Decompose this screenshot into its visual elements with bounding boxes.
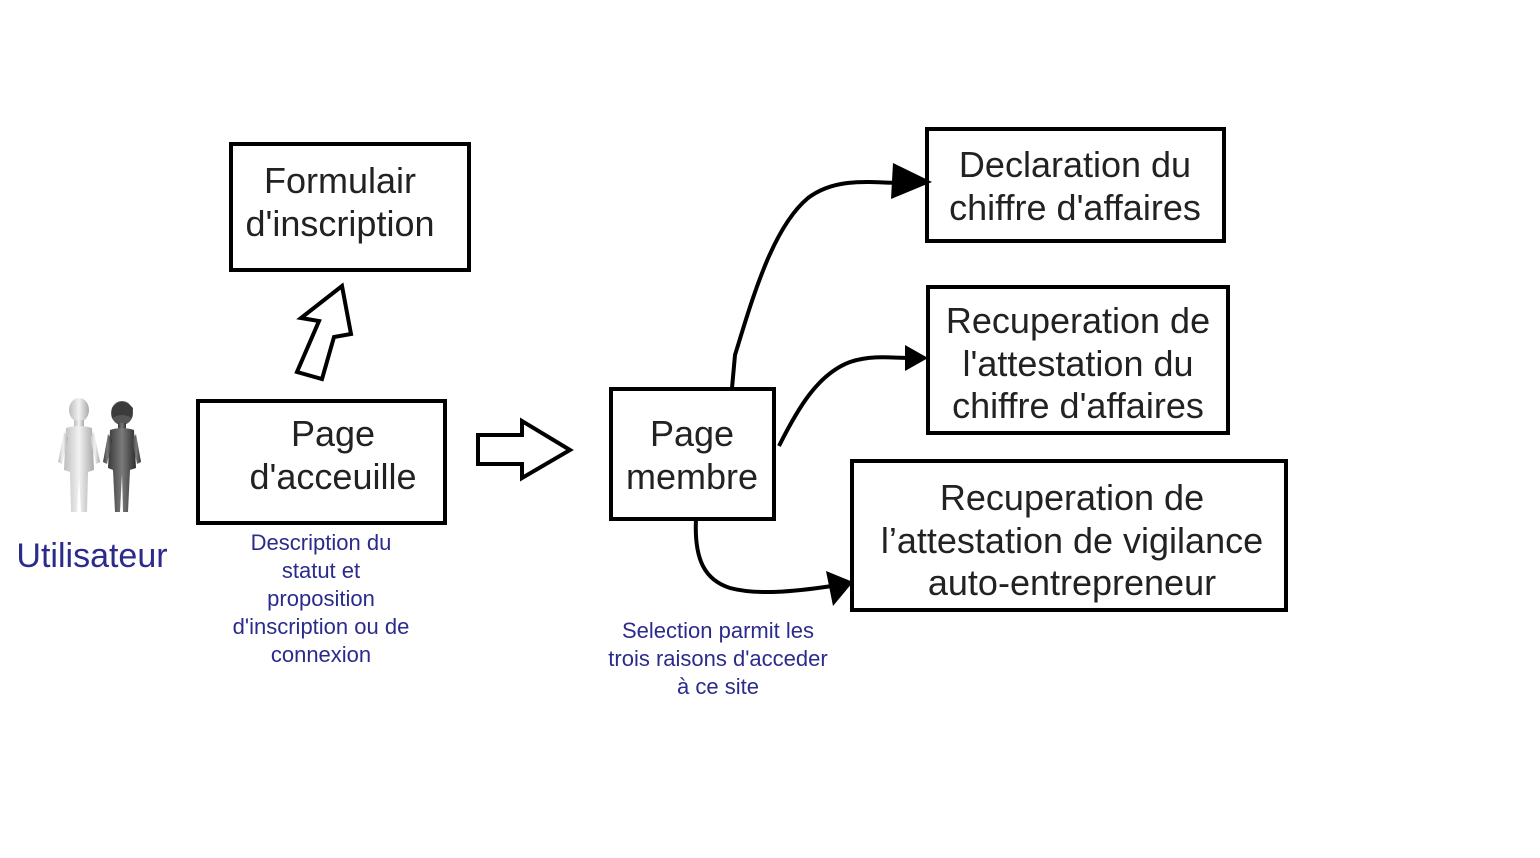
up-block-arrow	[294, 282, 354, 382]
node-declaration-line-2: chiffre d'affaires	[949, 187, 1201, 228]
caption-membre-line-1: Selection parmit les	[622, 618, 814, 643]
caption-accueil-line-5: connexion	[271, 642, 371, 667]
node-attestation-ca: Recuperation de l'attestation du chiffre…	[926, 285, 1230, 435]
node-declaration-line-1: Declaration du	[959, 144, 1191, 185]
caption-membre-line-2: trois raisons d'acceder	[608, 646, 827, 671]
node-membre-line-2: membre	[626, 456, 758, 497]
node-accueil: Page d'acceuille	[196, 399, 447, 525]
arrow-head-declaration	[891, 163, 932, 199]
node-attestation-vigilance-line-1: Recuperation de	[940, 477, 1204, 518]
connector-to-declaration	[730, 179, 896, 389]
node-attestation-ca-line-1: Recuperation de	[946, 300, 1210, 341]
arrow-head-attestation-vigilance	[826, 571, 853, 606]
node-declaration: Declaration du chiffre d'affaires	[925, 127, 1226, 243]
arrow-head-attestation-ca	[905, 345, 928, 371]
caption-membre: Selection parmit les trois raisons d'acc…	[608, 618, 827, 699]
caption-accueil-line-3: proposition	[267, 586, 375, 611]
node-attestation-vigilance-line-3: auto-entrepreneur	[928, 562, 1216, 603]
node-accueil-line-2: d'acceuille	[250, 456, 417, 497]
connector-to-attestation-vigilance	[693, 518, 833, 595]
users-icon	[58, 398, 141, 512]
node-attestation-vigilance: Recuperation de l’attestation de vigilan…	[850, 459, 1288, 612]
node-attestation-ca-line-2: l'attestation du	[962, 343, 1193, 384]
caption-membre-line-3: à ce site	[677, 674, 759, 699]
caption-accueil-line-4: d'inscription ou de	[233, 614, 410, 639]
node-membre: Page membre	[609, 387, 776, 521]
node-membre-line-1: Page	[650, 413, 734, 454]
node-attestation-ca-line-3: chiffre d'affaires	[952, 385, 1204, 426]
connector-to-attestation-ca	[777, 355, 908, 447]
node-accueil-line-1: Page	[291, 413, 375, 454]
node-formulaire-line-1: Formulair	[264, 160, 416, 201]
user-label: Utilisateur	[16, 537, 167, 575]
caption-accueil-line-2: statut et	[282, 558, 360, 583]
node-attestation-vigilance-line-2: l’attestation de vigilance	[881, 520, 1263, 561]
right-block-arrow	[476, 417, 574, 482]
node-formulaire: Formulair d'inscription	[229, 142, 471, 272]
node-formulaire-line-2: d'inscription	[246, 203, 435, 244]
caption-accueil: Description du statut et proposition d'i…	[233, 530, 410, 667]
caption-accueil-line-1: Description du	[251, 530, 392, 555]
